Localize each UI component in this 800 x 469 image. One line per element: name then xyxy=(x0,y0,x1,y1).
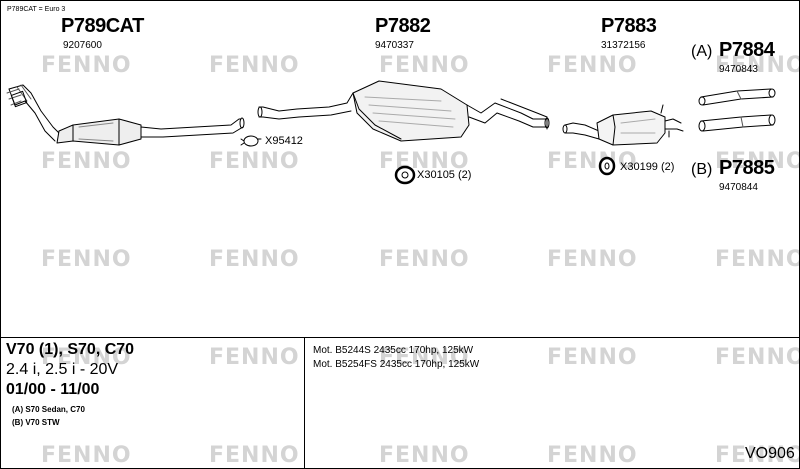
fitting-qty-hanger-center: (2) xyxy=(458,169,472,181)
watermark-text: FENNO xyxy=(41,53,132,78)
fitting-code-clamp: X95412 xyxy=(265,135,303,147)
watermark-text: FENNO xyxy=(209,53,300,78)
engine-code-2: Mot. B5254FS 2435cc 170hp, 125kW xyxy=(313,359,480,370)
watermark-text: FENNO xyxy=(209,443,300,468)
part-number-center-silencer: P7882 xyxy=(375,15,431,37)
catalyst-drawing xyxy=(6,84,245,146)
column-divider xyxy=(304,337,305,468)
part-ref-catalyst: 9207600 xyxy=(63,40,102,51)
watermark-text: FENNO xyxy=(41,149,132,174)
part-ref-rear-silencer: 31372156 xyxy=(601,40,646,51)
variant-a-marker: (A) xyxy=(691,43,713,60)
watermark-text: FENNO xyxy=(547,53,638,78)
tailpipe-a-drawing xyxy=(698,88,776,106)
vehicle-engines: 2.4 i, 2.5 i - 20V xyxy=(6,361,119,378)
tailpipe-b-drawing xyxy=(698,114,776,132)
watermark-text: FENNO xyxy=(547,149,638,174)
part-number-tailpipe-a: P7884 xyxy=(719,39,775,61)
fitting-code-hanger-center: X30105 (2) xyxy=(417,169,471,181)
watermark-text: FENNO xyxy=(209,345,300,370)
watermark-text: FENNO xyxy=(379,53,470,78)
fitting-code-hanger-center-label: X30105 xyxy=(417,169,455,181)
part-ref-tailpipe-b: 9470844 xyxy=(719,182,758,193)
part-number-catalyst: P789CAT xyxy=(61,15,144,37)
diagram-code: VO906 xyxy=(745,445,795,462)
fitting-qty-hanger-rear: (2) xyxy=(661,161,675,173)
watermark-text: FENNO xyxy=(715,345,800,370)
watermark-text: FENNO xyxy=(209,149,300,174)
fitting-code-hanger-rear-label: X30199 xyxy=(620,161,658,173)
vehicle-years: 01/00 - 11/00 xyxy=(6,381,100,398)
variant-b-marker: (B) xyxy=(691,161,713,178)
part-number-tailpipe-b: P7885 xyxy=(719,157,775,179)
part-ref-center-silencer: 9470337 xyxy=(375,40,414,51)
engine-code-1: Mot. B5244S 2435cc 170hp, 125kW xyxy=(313,345,474,356)
section-divider xyxy=(1,337,799,338)
part-number-rear-silencer: P7883 xyxy=(601,15,657,37)
watermark-text: FENNO xyxy=(547,443,638,468)
watermark-text: FENNO xyxy=(209,247,300,272)
watermark-text: FENNO xyxy=(715,247,800,272)
watermark-text: FENNO xyxy=(41,247,132,272)
watermark-text: FENNO xyxy=(379,149,470,174)
clamp-icon xyxy=(240,135,262,147)
watermark-text: FENNO xyxy=(715,443,800,468)
watermark-text: FENNO xyxy=(715,149,800,174)
rear-silencer-drawing xyxy=(562,104,684,146)
part-ref-tailpipe-a: 9470843 xyxy=(719,64,758,75)
variant-b-description: (B) V70 STW xyxy=(12,418,60,427)
variant-a-description: (A) S70 Sedan, C70 xyxy=(12,405,85,414)
watermark-text: FENNO xyxy=(547,247,638,272)
exhaust-system-drawing xyxy=(6,80,776,185)
watermark-text: FENNO xyxy=(41,345,132,370)
fitting-code-hanger-rear: X30199 (2) xyxy=(620,161,674,173)
watermark-text: FENNO xyxy=(715,53,800,78)
watermark-text: FENNO xyxy=(379,443,470,468)
vehicle-models: V70 (1), S70, C70 xyxy=(6,341,135,358)
watermark-text: FENNO xyxy=(547,345,638,370)
watermark-text: FENNO xyxy=(41,443,132,468)
center-silencer-drawing xyxy=(257,80,550,142)
watermark-text: FENNO xyxy=(379,247,470,272)
rubber-hanger-icon-rear xyxy=(598,156,616,176)
rubber-hanger-icon-center xyxy=(394,165,416,185)
watermark-text: FENNO xyxy=(379,345,470,370)
euro-note: P789CAT = Euro 3 xyxy=(7,6,66,13)
